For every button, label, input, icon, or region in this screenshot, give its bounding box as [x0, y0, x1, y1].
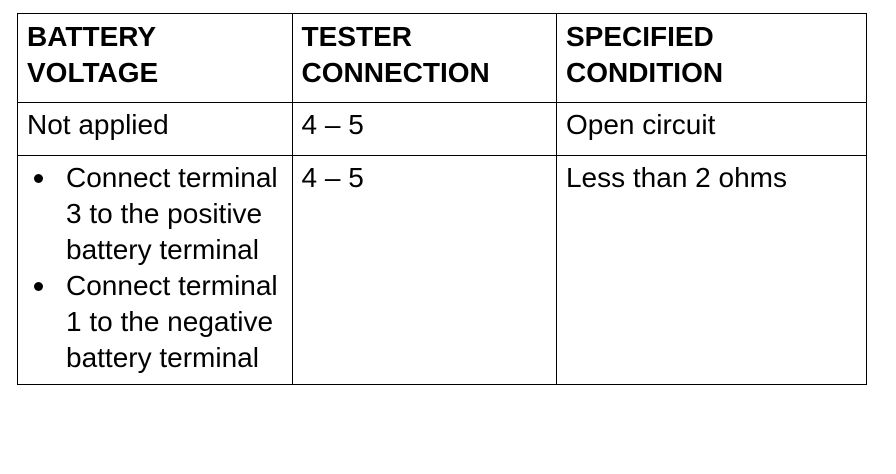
- table-row: Not applied 4 – 5 Open circuit: [17, 102, 868, 156]
- table-row: Connect terminal 3 to the positive batte…: [17, 155, 868, 385]
- cell-tester-connection: 4 – 5: [291, 102, 557, 156]
- header-tester-connection-line1: TESTER: [301, 21, 413, 52]
- header-specified-condition-line1: SPECIFIED: [565, 21, 714, 52]
- header-specified-condition-line2: CONDITION: [565, 57, 724, 88]
- header-tester-connection: TESTER CONNECTION: [291, 13, 557, 103]
- cell-battery-voltage: Connect terminal 3 to the positive batte…: [17, 155, 293, 385]
- header-tester-connection-line2: CONNECTION: [301, 57, 490, 88]
- header-row: BATTERY VOLTAGE TESTER CONNECTION SPECIF…: [17, 13, 868, 103]
- specification-table: BATTERY VOLTAGE TESTER CONNECTION SPECIF…: [17, 13, 868, 385]
- bullet-list: Connect terminal 3 to the positive batte…: [27, 160, 282, 376]
- bullet-icon: [34, 282, 43, 291]
- list-item: Connect terminal 3 to the positive batte…: [27, 160, 282, 268]
- header-specified-condition: SPECIFIED CONDITION: [555, 13, 868, 103]
- cell-specified-condition: Less than 2 ohms: [555, 155, 868, 385]
- list-item-text: Connect terminal 1 to the negative batte…: [66, 270, 278, 373]
- cell-specified-condition: Open circuit: [555, 102, 868, 156]
- header-battery-voltage-line1: BATTERY: [27, 21, 157, 52]
- cell-tester-connection: 4 – 5: [291, 155, 557, 385]
- header-battery-voltage-line2: VOLTAGE: [27, 57, 159, 88]
- list-item-text: Connect terminal 3 to the positive batte…: [66, 162, 278, 265]
- cell-battery-voltage: Not applied: [17, 102, 293, 156]
- header-battery-voltage: BATTERY VOLTAGE: [17, 13, 293, 103]
- bullet-icon: [34, 174, 43, 183]
- list-item: Connect terminal 1 to the negative batte…: [27, 268, 282, 376]
